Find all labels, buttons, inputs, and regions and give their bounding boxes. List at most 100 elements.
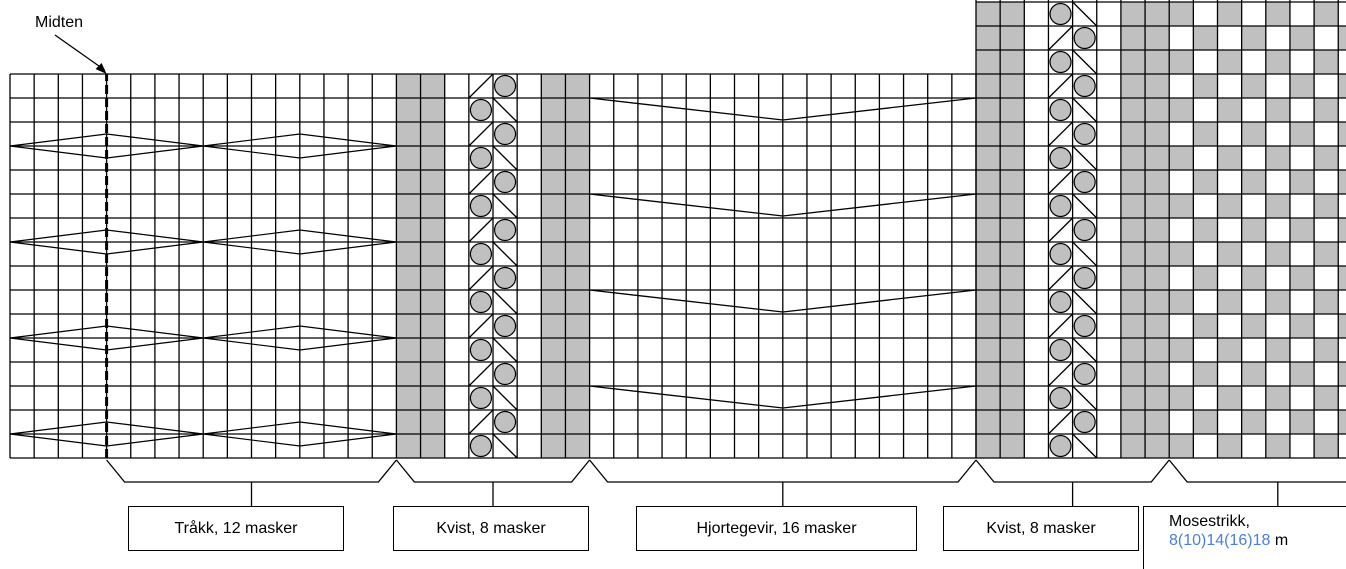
cable-bobble (493, 74, 517, 98)
bracket-kvist-1 (395, 459, 591, 483)
moss-cell (1265, 2, 1290, 26)
moss-cell (1145, 266, 1170, 290)
shaded-cell (1120, 2, 1146, 26)
moss-cell (1145, 122, 1170, 146)
cable-diagonal (1072, 241, 1098, 267)
moss-cell (1169, 146, 1194, 170)
cable-bobble (1073, 266, 1096, 290)
stitch-count: 8(10)14(16)18 (1169, 532, 1271, 549)
shaded-cell (976, 194, 1001, 218)
moss-cell (1241, 362, 1266, 386)
cable-bobble (1049, 194, 1072, 218)
moss-cell (1314, 386, 1339, 410)
trakk-diamond (203, 325, 397, 351)
shaded-cell (1120, 26, 1146, 50)
moss-cell (1289, 74, 1315, 98)
shaded-cell (976, 242, 1001, 266)
shaded-cell (976, 314, 1001, 338)
moss-cell (1169, 290, 1194, 314)
moss-cell (1217, 338, 1242, 362)
moss-cell (1145, 290, 1170, 314)
cable-bobble (1073, 362, 1096, 386)
cable-bobble (1049, 146, 1072, 170)
shaded-cell (541, 242, 566, 266)
hjortegevir-chevron (589, 193, 977, 217)
shaded-cell (565, 98, 590, 122)
moss-cell (1265, 146, 1290, 170)
moss-cell (1169, 194, 1194, 218)
cable-diagonal (468, 361, 494, 387)
moss-cell (1241, 410, 1266, 434)
moss-cell (1145, 2, 1170, 26)
shaded-cell (396, 314, 421, 338)
shaded-cell (420, 146, 445, 170)
shaded-cell (396, 146, 421, 170)
moss-cell (1193, 170, 1218, 194)
shaded-cell (1000, 26, 1025, 50)
shaded-cell (1000, 290, 1025, 314)
shaded-cell (976, 146, 1001, 170)
moss-cell (1338, 314, 1346, 338)
moss-cell (1289, 170, 1315, 194)
moss-cell (1217, 98, 1242, 122)
bracket-kvist-2 (975, 459, 1170, 483)
cable-diagonal (468, 217, 494, 243)
shaded-cell (420, 410, 445, 434)
shaded-cell (976, 170, 1001, 194)
shaded-cell (1120, 410, 1146, 434)
cable-diagonal (468, 265, 494, 291)
cable-bobble (1049, 242, 1072, 266)
section-label-hjortegevir: Hjortegevir, 16 masker (636, 506, 917, 551)
cable-diagonal (492, 241, 518, 267)
moss-cell (1169, 98, 1194, 122)
shaded-cell (541, 266, 566, 290)
bracket-mosestrikk (1168, 459, 1346, 483)
cable-diagonal (492, 193, 518, 219)
shaded-cell (1120, 218, 1146, 242)
shaded-cell (1000, 338, 1025, 362)
shaded-cell (565, 194, 590, 218)
shaded-cell (976, 26, 1001, 50)
shaded-cell (1120, 362, 1146, 386)
shaded-cell (541, 122, 566, 146)
shaded-cell (420, 314, 445, 338)
cable-bobble (493, 170, 517, 194)
moss-cell (1241, 74, 1266, 98)
shaded-cell (420, 98, 445, 122)
moss-cell (1169, 338, 1194, 362)
moss-cell (1145, 242, 1170, 266)
shaded-cell (396, 122, 421, 146)
moss-cell (1193, 26, 1218, 50)
cable-diagonal (1072, 385, 1098, 411)
cable-diagonal (1072, 1, 1098, 27)
hjortegevir-chevron (589, 289, 977, 313)
moss-cell (1338, 122, 1346, 146)
shaded-cell (541, 386, 566, 410)
trakk-diamond (203, 421, 397, 447)
shaded-cell (1000, 2, 1025, 26)
cable-diagonal (468, 73, 494, 99)
moss-cell (1338, 74, 1346, 98)
moss-cell (1338, 410, 1346, 434)
moss-cell (1265, 338, 1290, 362)
shaded-cell (396, 98, 421, 122)
cable-diagonal (1047, 121, 1074, 147)
cable-bobble (1049, 50, 1072, 74)
shaded-cell (1000, 170, 1025, 194)
moss-cell (1145, 170, 1170, 194)
shaded-cell (1000, 386, 1025, 410)
shaded-cell (565, 122, 590, 146)
moss-cell (1145, 314, 1170, 338)
moss-cell (1193, 266, 1218, 290)
shaded-cell (976, 362, 1001, 386)
shaded-cell (541, 146, 566, 170)
cable-diagonal (1072, 193, 1098, 219)
shaded-cell (1000, 266, 1025, 290)
moss-cell (1193, 74, 1218, 98)
cable-bobble (1049, 2, 1072, 26)
shaded-cell (420, 122, 445, 146)
shaded-cell (565, 74, 590, 98)
moss-cell (1169, 2, 1194, 26)
section-label-trakk: Tråkk, 12 masker (128, 506, 344, 551)
shaded-cell (976, 218, 1001, 242)
